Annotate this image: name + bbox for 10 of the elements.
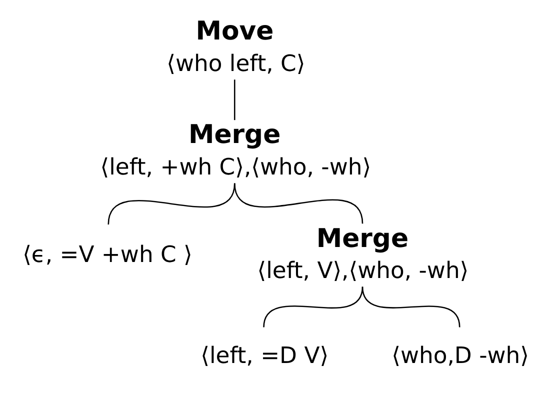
node-text: Merge ⟨left, V⟩,⟨who, -wh⟩ xyxy=(257,223,469,284)
node-text: ⟨left, =D V⟩ xyxy=(200,342,329,369)
node-text: ⟨who,D -wh⟩ xyxy=(392,342,529,369)
connector xyxy=(263,286,364,327)
node-text: Merge ⟨left, +wh C⟩,⟨who, -wh⟩ xyxy=(100,120,372,180)
node-text: ⟨ϵ, =V +wh C ⟩ xyxy=(22,242,192,268)
connector xyxy=(362,286,460,327)
node-text: Move ⟨who left, C⟩ xyxy=(166,16,306,77)
connector xyxy=(234,79,236,120)
connector xyxy=(234,182,364,224)
